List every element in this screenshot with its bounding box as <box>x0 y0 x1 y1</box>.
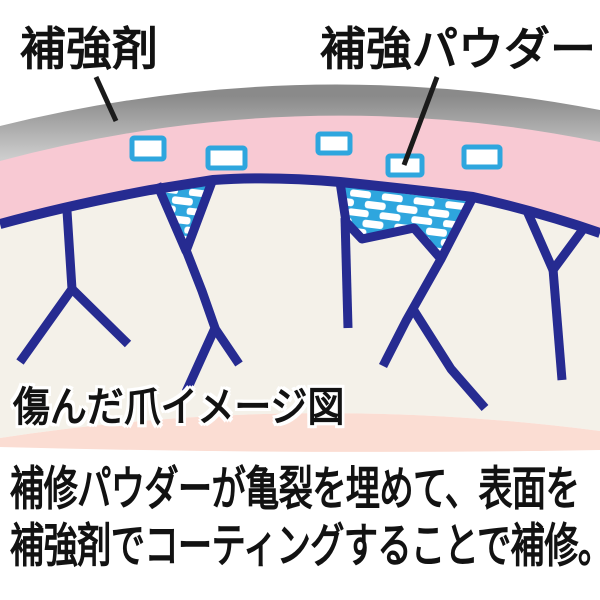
nail-surface-line <box>0 173 600 238</box>
filled-crack-large <box>340 182 473 259</box>
powder-particle <box>129 135 167 162</box>
filled-crack-large-outline <box>335 181 477 264</box>
filled-crack-small <box>157 179 213 251</box>
coating-leader-line <box>93 75 119 123</box>
label-leader-lines <box>93 75 440 166</box>
powder-label: 補強パウダー <box>320 23 596 75</box>
description-line-2: 補強剤でコーティングすることで補修。 <box>10 519 600 572</box>
description-line-1: 補修パウダーが亀裂を埋めて、表面を <box>10 462 580 515</box>
crack-line <box>66 283 132 348</box>
diagram-caption: 傷んだ爪イメージ図 <box>13 384 345 430</box>
powder-particle <box>315 131 353 156</box>
crack-line <box>210 324 243 367</box>
crack-line <box>181 248 220 394</box>
coating-layer-band <box>0 84 600 162</box>
powder-particle <box>461 144 503 170</box>
nail-cracks <box>16 210 567 411</box>
crack-line <box>409 306 489 411</box>
illustration-canvas <box>0 75 600 452</box>
powder-particle <box>205 145 248 171</box>
crack-line <box>340 217 353 329</box>
crack-line <box>548 268 567 381</box>
nail-base-arc <box>0 413 600 452</box>
powder-leader-line <box>401 76 440 166</box>
coating-label: 補強剤 <box>20 23 158 75</box>
crack-line <box>378 256 445 369</box>
